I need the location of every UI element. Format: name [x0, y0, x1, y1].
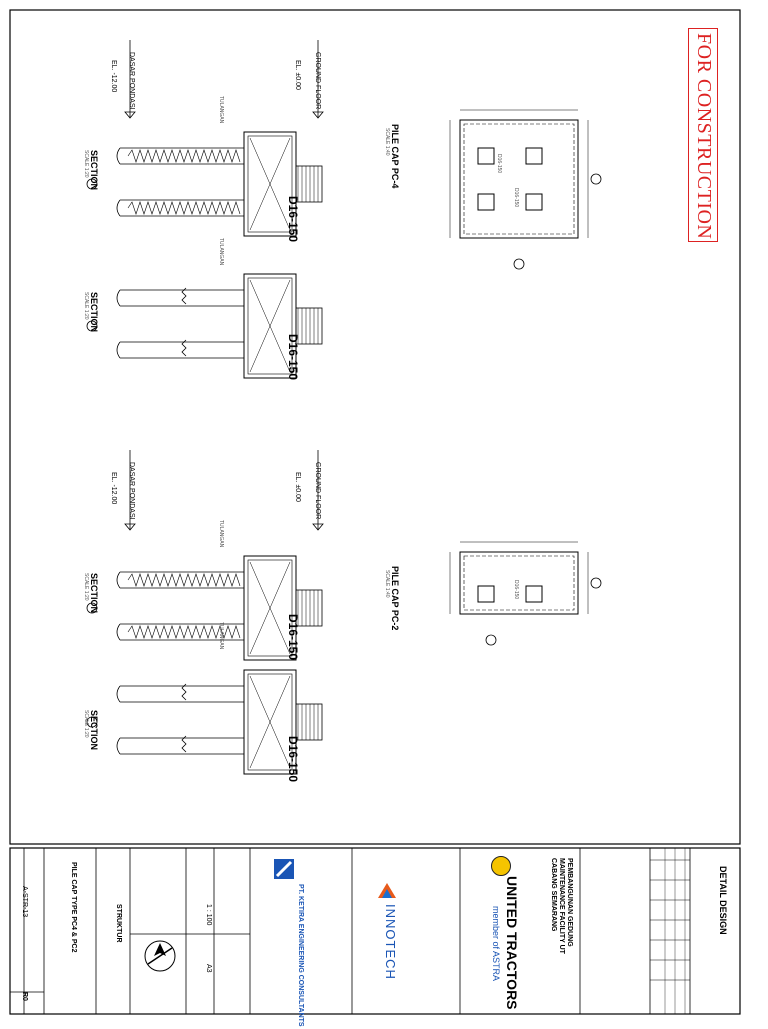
- section-title-3: SECTION: [89, 573, 99, 614]
- rebar-label-1: D16-150: [286, 196, 300, 243]
- tulangan-note-2: TULANGAN: [218, 238, 224, 266]
- project-line-3: CABANG SEMARANG: [550, 858, 557, 932]
- rebar-label-2: D16-150: [286, 334, 300, 381]
- stamp-text: FOR CONSTRUCTION: [693, 33, 715, 240]
- contractor-name: PT. KETIRA ENGINEERING CONSULTANTS: [297, 884, 304, 1027]
- section-title-2: SECTION: [89, 292, 99, 333]
- revision: R0: [21, 992, 28, 1001]
- dasar-pondasi-label-2: DASAR PONDASI: [128, 462, 135, 520]
- section-scale-4: SCALE 1:20: [83, 710, 89, 738]
- company-subtitle: member of ASTRA: [491, 906, 501, 982]
- section-scale-3: SCALE 1:20: [83, 573, 89, 601]
- ground-el-label-2: EL. ±0.00: [294, 472, 301, 502]
- section-title-1: SECTION: [89, 150, 99, 191]
- tulangan-note-1: TULANGAN: [218, 96, 224, 124]
- pile-cap-pc2-title: PILE CAP PC-2: [390, 566, 400, 631]
- ground-floor-label-2: GROUND FLOOR: [314, 462, 321, 520]
- dasar-pondasi-label-1: DASAR PONDASI: [128, 52, 135, 110]
- project-line-2: MAINTENANCE FACILITY UT: [558, 858, 565, 954]
- rebar-label-4: D16-150: [286, 736, 300, 783]
- rebar-label-3: D16-150: [286, 614, 300, 661]
- title-block-grid: [10, 848, 691, 1014]
- pile-cap-pc4-scale: SCALE 1:40: [384, 128, 390, 156]
- north-arrow-icon: [142, 938, 178, 974]
- drawing-name: PILE CAP TYPE PC4 & PC2: [70, 862, 77, 953]
- plan-rebar-3: D16-150: [513, 580, 519, 600]
- ground-floor-label-1: GROUND FLOOR: [314, 52, 321, 110]
- tulangan-note-4: TULANGAN: [218, 622, 224, 650]
- project-line-1: PEMBANGUNAN GEDUNG: [566, 858, 573, 947]
- scale-value: 1 : 100: [205, 904, 212, 926]
- pile-cap-pc2-scale: SCALE 1:40: [384, 570, 390, 598]
- dasar-el-label-2: EL. -12.00: [110, 472, 117, 505]
- company-name: UNITED TRACTORS: [504, 876, 520, 1010]
- united-tractors-logo-icon: [491, 856, 511, 876]
- drawing-number: A-STR-13: [21, 886, 28, 918]
- sheet-title: DETAIL DESIGN: [718, 866, 728, 935]
- plan-rebar-1: D16-150: [496, 154, 502, 174]
- contractor-logo-icon: [273, 858, 295, 880]
- pile-cap-pc4-title: PILE CAP PC-4: [390, 124, 400, 189]
- ground-el-label-1: EL. ±0.00: [294, 60, 301, 90]
- section-scale-2: SCALE 1:20: [83, 292, 89, 320]
- consultant-name: INNOTECH: [383, 904, 398, 980]
- tulangan-note-3: TULANGAN: [218, 520, 224, 548]
- discipline: STRUKTUR: [115, 904, 122, 943]
- drawing-linework: [86, 40, 602, 775]
- innotech-logo-icon: [376, 880, 398, 902]
- for-construction-stamp: FOR CONSTRUCTION: [688, 28, 718, 242]
- paper-size: A3: [205, 964, 212, 973]
- plan-rebar-2: D16-150: [513, 188, 519, 208]
- dasar-el-label-1: EL. -12.00: [110, 60, 117, 93]
- section-title-4: SECTION: [89, 710, 99, 751]
- section-scale-1: SCALE 1:20: [83, 150, 89, 178]
